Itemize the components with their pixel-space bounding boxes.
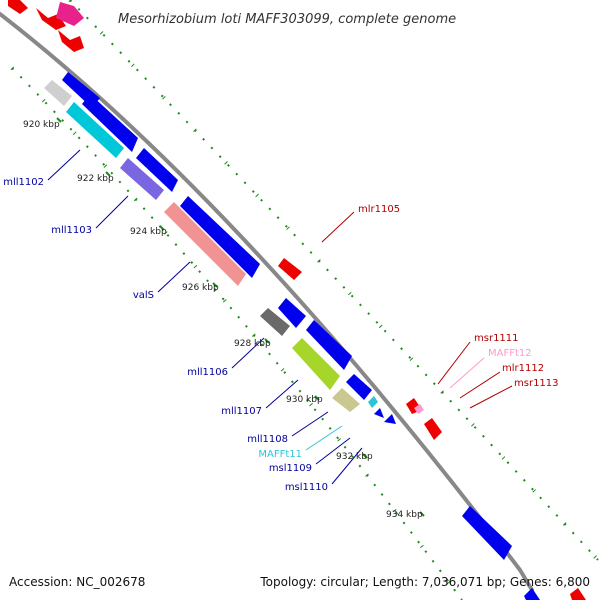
plus-label-leaders [321,211,513,409]
gene-arrow-mlr1105[interactable] [278,258,302,280]
kbp-label: 928 kbp [234,339,271,349]
gene-arrow-mll1106[interactable] [260,308,290,336]
gene-arrow-MAFFt11[interactable] [368,396,378,408]
gene-label-MAFFt12: MAFFt12 [488,348,532,359]
gene-arrow-mll1108[interactable] [332,388,360,412]
map-title: Mesorhizobium loti MAFF303099, complete … [118,12,456,27]
kbp-label: 922 kbp [77,174,114,184]
gene-arrow-bottom-red[interactable] [570,588,586,600]
gene-label-mll1107: mll1107 [221,406,262,417]
topology-text: Topology: circular; Length: 7,036,071 bp… [259,575,590,589]
gene-arrow-blue-h[interactable] [462,506,512,560]
gene-arrow-blue-e[interactable] [278,298,306,328]
gene-label-mlr1105: mlr1105 [358,204,400,215]
gene-label-mll1106: mll1106 [187,367,228,378]
plus-strand-genes [8,0,586,600]
gene-arrow-msl1110[interactable] [384,414,396,424]
genome-backbone [0,12,534,592]
gene-arrow-blue-f[interactable] [306,320,352,370]
gene-arrow-valS[interactable] [164,202,246,286]
kbp-tick-marks [56,117,425,517]
gene-label-mlr1112: mlr1112 [502,363,544,374]
scale-ring-inner [10,66,464,600]
gene-label-msl1110: msl1110 [285,482,328,493]
gene-arrow-msr1111[interactable] [414,404,424,414]
gene-arrow-blue-b[interactable] [82,94,138,152]
gene-label-MAFFt11: MAFFt11 [258,449,302,460]
gene-label-mll1108: mll1108 [247,434,288,445]
gene-label-mll1102: mll1102 [3,177,44,188]
minus-gene-labels: mll1102 mll1103 valS mll1106 mll1107 mll… [3,177,328,493]
gene-arrow-msr1113[interactable] [424,418,442,440]
scale-ring-outer [68,0,600,562]
gene-arrow-mll1103[interactable] [120,158,164,200]
gene-arrow-msl1109[interactable] [374,408,384,418]
gene-label-msr1111: msr1111 [474,333,519,344]
gene-arrow-blue-c[interactable] [136,148,178,192]
gene-label-valS: valS [133,290,154,301]
accession-text: Accession: NC_002678 [9,575,145,589]
gene-arrow-top-red-1[interactable] [8,0,28,14]
minus-label-leaders [47,149,363,485]
minus-strand-genes [44,72,540,600]
kbp-label: 934 kbp [386,510,423,520]
gene-arrow-grey-a[interactable] [44,80,72,106]
kbp-label: 920 kbp [23,120,60,130]
gene-arrow-top-red-2[interactable] [36,8,66,30]
kbp-labels: 920 kbp 922 kbp 924 kbp 926 kbp 928 kbp … [23,120,423,520]
gene-arrow-mll1102[interactable] [66,102,124,158]
gene-arrow-bottom-partial[interactable] [524,588,540,600]
gene-arrow-top-red-3[interactable] [58,30,84,52]
gene-label-mll1103: mll1103 [51,225,92,236]
gene-label-msl1109: msl1109 [269,463,312,474]
gene-arrow-blue-d[interactable] [180,196,260,278]
kbp-label: 926 kbp [182,283,219,293]
gene-arrow-mll1107[interactable] [292,338,340,390]
gene-label-msr1113: msr1113 [514,378,559,389]
gene-arrow-blue-g[interactable] [346,374,372,400]
gene-arrow-top-magenta[interactable] [56,2,84,26]
plus-gene-labels: mlr1105 msr1111 MAFFt12 mlr1112 msr1113 [358,204,559,389]
kbp-label: 930 kbp [286,395,323,405]
kbp-label: 924 kbp [130,227,167,237]
